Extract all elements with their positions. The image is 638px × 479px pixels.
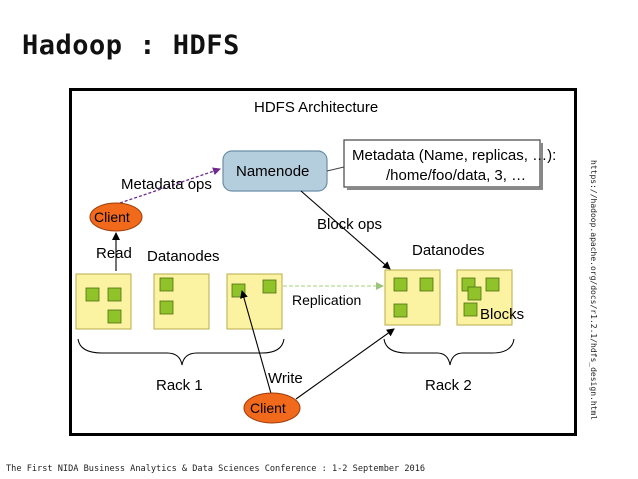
write-arrow-left [240,290,273,398]
datanode-5-block-d [463,302,478,317]
datanode-3-block-b [262,279,277,294]
namenode-label: Namenode [236,163,309,180]
metadata-ops-arrow [119,167,221,204]
datanode-1-block-b [107,287,122,302]
hdfs-architecture-diagram: HDFS Architecture Namenode Metadata (Nam… [69,88,577,436]
rack1-label: Rack 1 [156,377,203,394]
replication-label: Replication [292,292,361,308]
datanode-2-block-b [159,300,174,315]
diagram-title: HDFS Architecture [254,99,378,116]
metadata-text-line1: Metadata (Name, replicas, …): [352,147,556,164]
client-top [89,202,143,232]
rack2-label: Rack 2 [425,377,472,394]
datanode-2-block-a [159,277,174,292]
block-ops-label: Block ops [317,216,382,233]
datanode-5-block-b [467,286,482,301]
metadata-box [343,139,541,188]
datanodes-right-label: Datanodes [412,242,485,259]
namenode-metadata-connector [326,166,345,172]
source-url-text: https://hadoop.apache.org/docs/r1.2.1/hd… [589,160,598,421]
datanode-5-block-c [485,277,500,292]
metadata-ops-label: Metadata ops [121,176,212,193]
datanodes-left-label: Datanodes [147,248,220,265]
client-bottom [243,392,301,424]
client-top-label: Client [94,209,130,225]
read-label: Read [96,245,132,262]
datanode-1 [75,273,132,330]
metadata-box-shadow [540,143,543,190]
block-ops-arrow [300,190,391,270]
datanode-1-block-a [85,287,100,302]
metadata-box-shadow-bottom [347,187,543,190]
datanode-4-block-c [393,303,408,318]
datanode-1-block-c [107,309,122,324]
slide-title: Hadoop : HDFS [22,30,240,61]
datanode-4-block-a [393,277,408,292]
source-url: https://hadoop.apache.org/docs/r1.2.1/hd… [586,160,600,425]
rack2-brace [383,338,515,366]
metadata-text-line2: /home/foo/data, 3, … [386,167,526,184]
rack1-brace [77,338,285,366]
write-label: Write [268,370,303,387]
blocks-label: Blocks [480,306,524,323]
datanode-4-block-b [419,277,434,292]
client-bottom-label: Client [250,400,286,416]
footer: The First NIDA Business Analytics & Data… [6,464,426,474]
write-arrow-right [295,328,395,400]
